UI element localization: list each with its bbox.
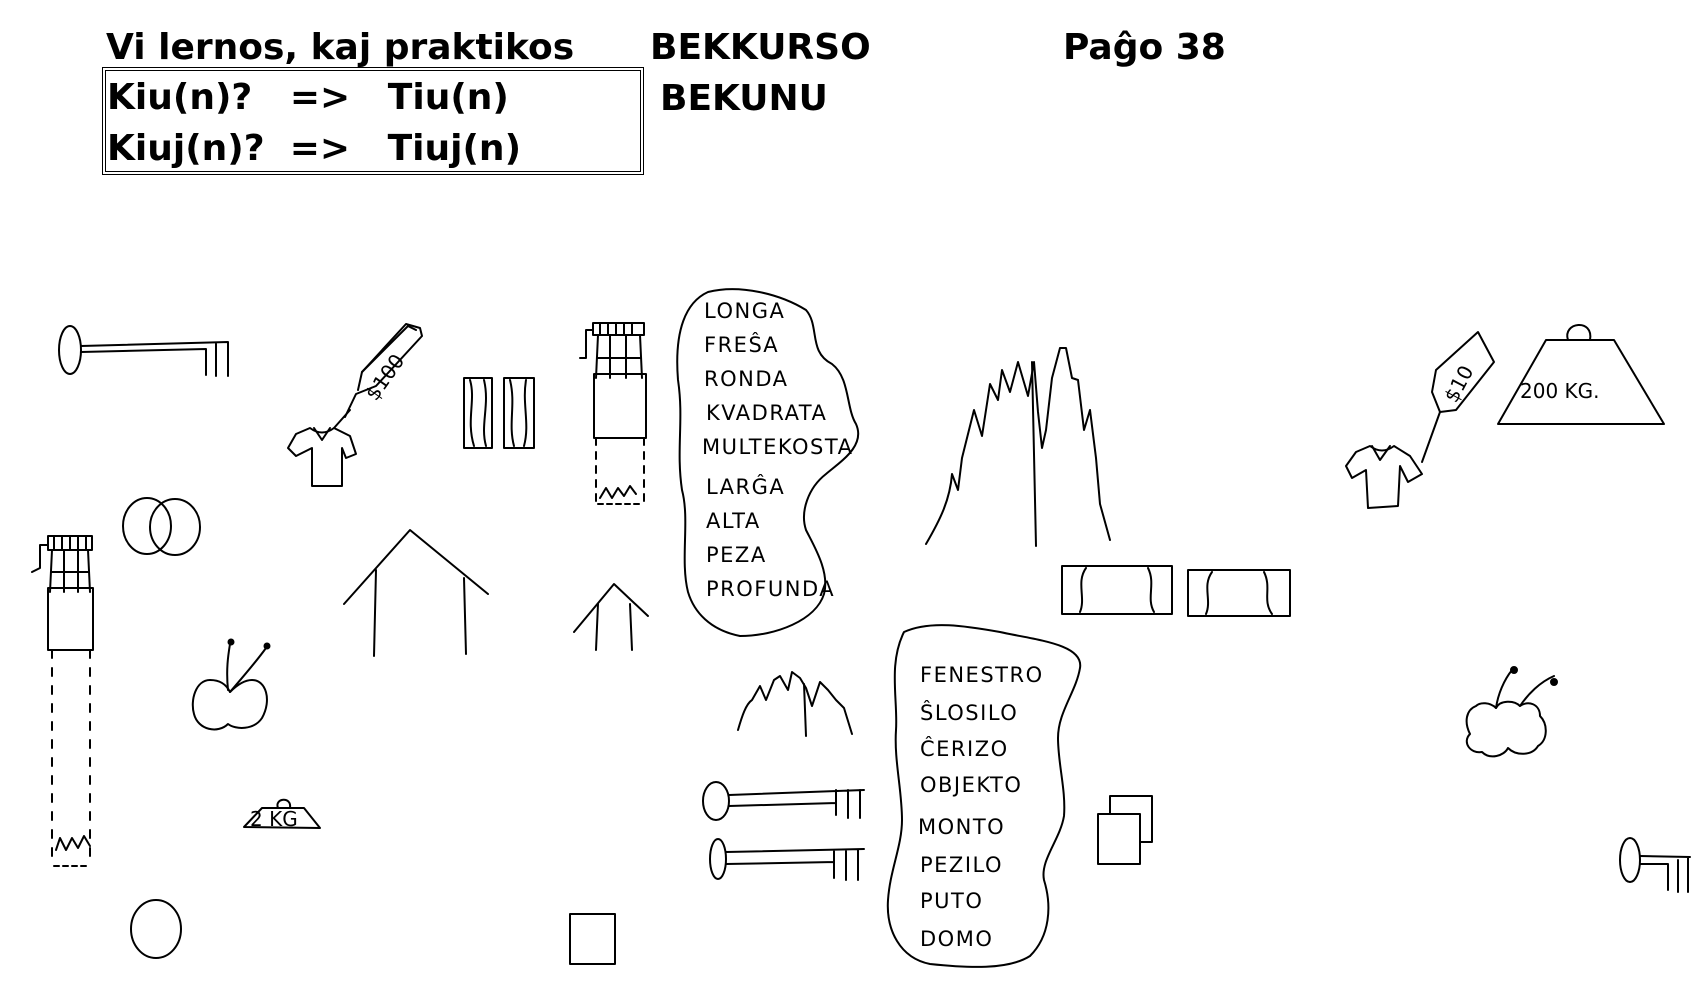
well-icon: [31, 535, 94, 867]
weight-label: 200 KG.: [1520, 379, 1600, 403]
adjective-word: LARĜA: [706, 474, 785, 499]
key-icon: [1619, 837, 1691, 893]
adjectives-list: LONGA FREŜA RONDA KVADRATA MULTEKOSTA LA…: [702, 299, 853, 601]
adjective-word: ALTA: [706, 509, 761, 533]
adjective-word: MULTEKOSTA: [702, 435, 853, 459]
adjective-word: PROFUNDA: [706, 577, 835, 601]
lesson-subtitle: BEKUNU: [660, 78, 828, 119]
grammar-row-1: Kiu(n)? => Tiu(n): [107, 77, 509, 118]
noun-word: FENESTRO: [920, 663, 1044, 687]
window-icon: [1061, 565, 1291, 617]
noun-word: OBJEKTO: [920, 773, 1022, 797]
grammar-box: [102, 67, 644, 175]
adjectives-cloud: [676, 288, 860, 637]
square-icon: [1097, 795, 1153, 865]
key-icon: [709, 838, 865, 881]
shirt-icon: [1345, 445, 1423, 509]
house-icon: [573, 583, 649, 651]
adjective-word: LONGA: [704, 299, 785, 323]
grammar-row-2: Kiuj(n)? => Tiuj(n): [107, 128, 522, 169]
adjective-word: FREŜA: [704, 332, 779, 357]
shirt-icon: [287, 427, 357, 487]
adjective-word: KVADRATA: [706, 401, 827, 425]
circle-icon: [130, 899, 182, 959]
cherry-icon: [1465, 666, 1558, 758]
cherry-icon: [191, 638, 271, 731]
well-icon: [579, 322, 647, 509]
mountain-icon: [925, 347, 1111, 547]
nouns-list: FENESTRO ŜLOSILO ĈERIZO OBJEKTO MONTO PE…: [918, 663, 1044, 951]
key-icon: [702, 781, 865, 821]
mountain-icon: [737, 671, 853, 737]
key-icon: [58, 325, 229, 377]
noun-word: DOMO: [920, 927, 993, 951]
noun-word: ĈERIZO: [920, 736, 1009, 761]
course-name: BEKKURSO: [650, 27, 871, 68]
price-tag-icon: $10: [1421, 331, 1495, 463]
apple-icon: [122, 497, 201, 556]
weight-label: 2 KG: [250, 807, 298, 831]
price-tag-label: $10: [1439, 361, 1478, 406]
price-tag-icon: $100: [333, 323, 423, 429]
adjective-word: PEZA: [706, 543, 767, 567]
lesson-title: Vi lernos, kaj praktikos: [106, 27, 575, 68]
noun-word: PUTO: [920, 889, 983, 913]
weight-icon: 2 KG: [243, 798, 321, 831]
noun-word: MONTO: [918, 815, 1005, 839]
weight-icon: 200 KG.: [1497, 324, 1665, 425]
nouns-cloud: [886, 624, 1082, 968]
house-icon: [343, 529, 489, 657]
noun-word: PEZILO: [920, 853, 1003, 877]
page-number: Paĝo 38: [1063, 27, 1226, 68]
noun-word: ŜLOSILO: [920, 700, 1018, 725]
square-icon: [569, 913, 616, 965]
window-icon: [463, 377, 535, 449]
adjective-word: RONDA: [704, 367, 789, 391]
